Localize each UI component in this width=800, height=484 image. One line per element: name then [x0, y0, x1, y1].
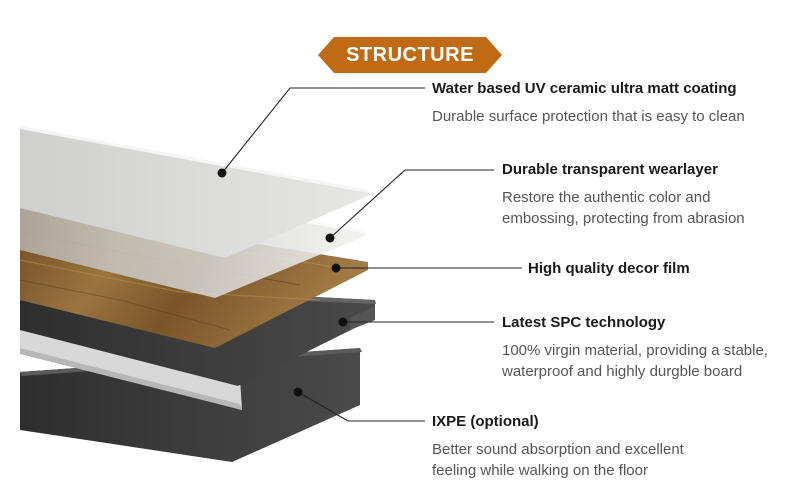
label-decor-film: High quality decor film [528, 259, 690, 279]
dot-wearlayer [325, 233, 335, 243]
layer-desc: Better sound absorption and excellent fe… [432, 439, 684, 481]
dot-ixpe [293, 387, 303, 397]
layer-title: IXPE (optional) [432, 413, 539, 430]
layer-desc-line: Restore the authentic color and [502, 189, 711, 206]
layer-desc: 100% virgin material, providing a stable… [502, 340, 768, 382]
leader-lines [221, 87, 522, 422]
label-coating: Water based UV ceramic ultra matt coatin… [432, 79, 745, 127]
dot-spc [338, 317, 348, 327]
label-wearlayer: Durable transparent wearlayer Restore th… [502, 160, 745, 229]
leader-dots [217, 168, 348, 397]
layer-desc-line: 100% virgin material, providing a stable… [502, 342, 768, 359]
layer-desc-line: feeling while walking on the floor [432, 462, 648, 479]
structure-banner: STRUCTURE [318, 37, 502, 73]
leader-line-ixpe [297, 391, 425, 422]
layer-desc-line: waterproof and highly durgble board [502, 363, 743, 380]
dot-coating [217, 168, 227, 178]
layer-title: Durable transparent wearlayer [502, 161, 718, 178]
layer-desc: Restore the authentic color and embossin… [502, 187, 745, 229]
coating-layer [20, 126, 368, 258]
layer-title: High quality decor film [528, 260, 690, 277]
layer-desc-line: embossing, protecting from abrasion [502, 210, 745, 227]
dot-decor [331, 263, 341, 273]
label-spc: Latest SPC technology 100% virgin materi… [502, 313, 768, 382]
layer-desc-line: Durable surface protection that is easy … [432, 108, 745, 125]
leader-line-wearlayer [329, 169, 494, 239]
banner-shape [318, 37, 502, 73]
layer-title: Latest SPC technology [502, 314, 666, 331]
layer-title: Water based UV ceramic ultra matt coatin… [432, 80, 737, 97]
banner-title: STRUCTURE [346, 44, 474, 66]
label-ixpe: IXPE (optional) Better sound absorption … [432, 412, 684, 481]
layer-desc-line: Better sound absorption and excellent [432, 441, 684, 458]
leader-line-coating [221, 87, 425, 174]
